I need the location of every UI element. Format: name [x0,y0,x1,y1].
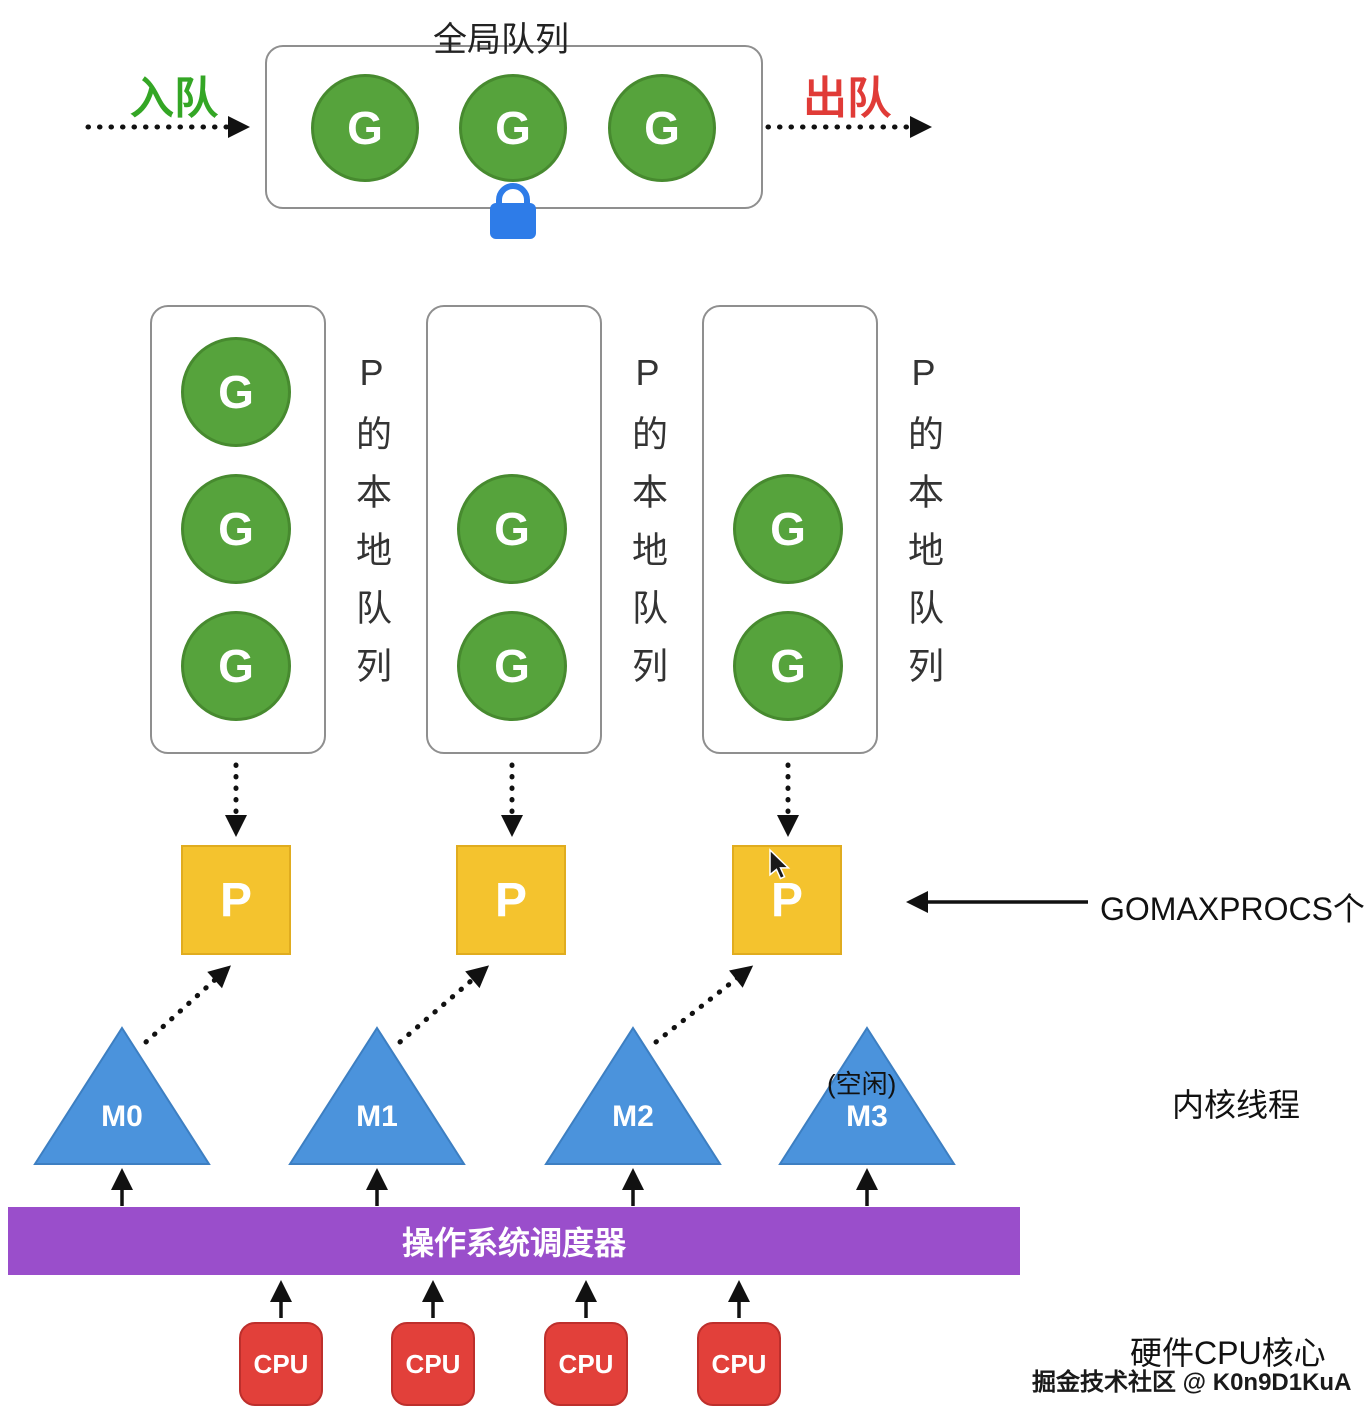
thread-label: M1 [356,1100,398,1133]
goroutine-circle: G [733,611,843,721]
goroutine-circle: G [459,74,567,182]
enqueue-label: 入队 [130,74,218,123]
m-to-p-arrow [143,965,231,1045]
thread-triangle [544,1026,722,1165]
goroutine-circle: G [181,474,291,584]
local-queue-box [150,305,326,754]
local-queue-box [426,305,602,754]
goroutine-circle: G [733,474,843,584]
goroutine-circle: G [457,474,567,584]
cpu-box: CPU [544,1322,628,1406]
local-queue-label: P的本地队列 [351,352,392,705]
idle-note: (空闲) [827,1069,897,1099]
cpu-box: CPU [391,1322,475,1406]
processor-box: P [181,845,291,955]
os-scheduler-bar: 操作系统调度器 [8,1207,1020,1275]
goroutine-circle: G [608,74,716,182]
thread-label: M3 [846,1100,888,1133]
goroutine-circle: G [181,337,291,447]
m-to-p-arrow [397,965,490,1045]
goroutine-circle: G [181,611,291,721]
global-queue-title: 全局队列 [433,21,569,59]
thread-triangle [288,1026,466,1165]
goroutine-circle: G [457,611,567,721]
goroutine-circle: G [311,74,419,182]
os-scheduler-label: 操作系统调度器 [401,1225,626,1261]
local-queue-label: P的本地队列 [903,352,944,705]
m-to-p-arrow [653,965,754,1045]
dequeue-label: 出队 [803,74,891,123]
local-queue-box [702,305,878,754]
watermark: 掘金技术社区 @ K0n9D1KuA [1032,1369,1352,1396]
thread-label: M2 [612,1100,654,1133]
processor-box: P [456,845,566,955]
processor-box: P [732,845,842,955]
cpu-box: CPU [697,1322,781,1406]
cpu-box: CPU [239,1322,323,1406]
local-queue-label: P的本地队列 [627,352,668,705]
kernel-thread-label: 内核线程 [1172,1087,1301,1123]
thread-label: M0 [101,1100,143,1133]
hardware-cpu-label: 硬件CPU核心 [1130,1335,1326,1371]
gomaxprocs-label: GOMAXPROCS个 [1100,891,1365,927]
thread-triangle [33,1026,211,1165]
